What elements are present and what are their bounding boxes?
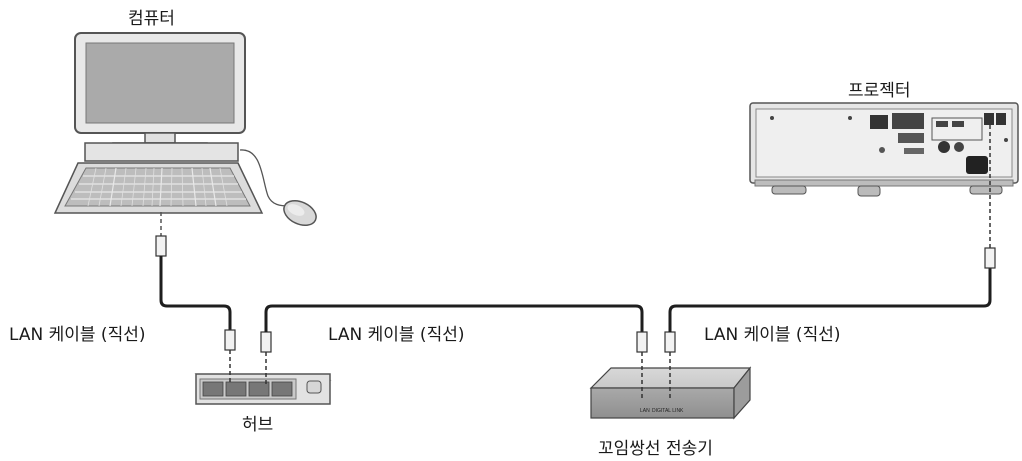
cable-middle-label: LAN 케이블 (직선)	[328, 325, 465, 345]
computer-base	[84, 142, 239, 162]
keyboard	[53, 162, 264, 214]
projector-label: 프로젝터	[848, 81, 911, 101]
cable-middle	[260, 304, 648, 400]
hub	[194, 373, 332, 405]
cable-right-label: LAN 케이블 (직선)	[704, 325, 841, 345]
transmitter-label: 꼬임쌍선 전송기	[598, 439, 713, 459]
transmitter-port-lan-label: LAN	[640, 408, 650, 414]
transmitter: LAN DIGITAL LINK	[589, 366, 752, 420]
cable-left	[155, 212, 236, 384]
computer	[53, 32, 317, 227]
hub-label: 허브	[242, 415, 274, 435]
mouse	[239, 149, 317, 227]
projector-io-panel	[770, 113, 1008, 174]
cable-right	[664, 124, 996, 400]
projector	[749, 102, 1019, 197]
transmitter-port-digital-link-label: DIGITAL LINK	[652, 408, 684, 414]
cable-left-label: LAN 케이블 (직선)	[9, 325, 146, 345]
computer-label: 컴퓨터	[128, 9, 175, 29]
monitor	[74, 32, 246, 150]
